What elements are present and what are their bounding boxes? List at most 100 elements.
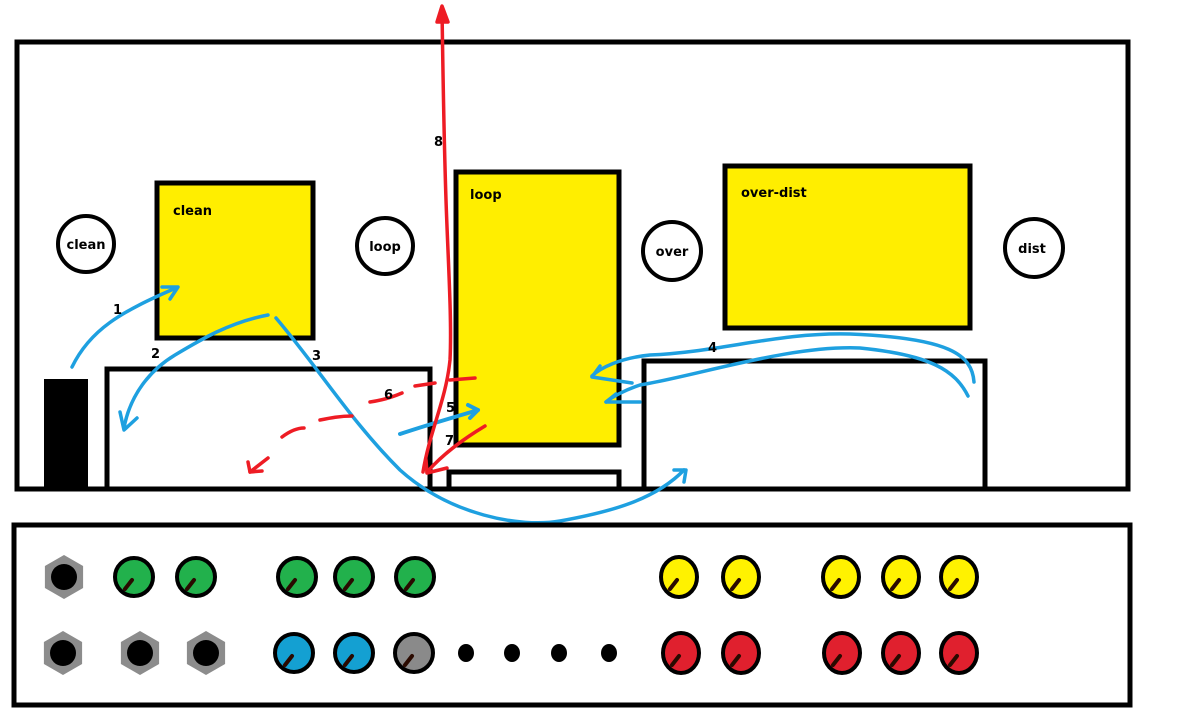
knob-pointer — [948, 578, 959, 591]
room-clean: clean — [154, 180, 316, 341]
knob-blue[interactable] — [273, 632, 315, 674]
speaker-over-label: over — [656, 245, 689, 260]
knob-pointer — [283, 654, 294, 667]
knob-pointer — [123, 578, 134, 591]
knob-body — [276, 556, 318, 598]
knob-pointer — [890, 578, 901, 591]
knob-green[interactable] — [276, 556, 318, 598]
knob-red[interactable] — [881, 631, 921, 675]
knob-body — [659, 555, 699, 599]
knob-yellow[interactable] — [721, 555, 761, 599]
path-4-label: 4 — [708, 341, 717, 356]
path-8 — [421, 4, 453, 474]
knob-red[interactable] — [939, 631, 979, 675]
path-6-label: 6 — [384, 388, 393, 403]
knob-pointer — [830, 578, 841, 591]
path-5 — [398, 403, 480, 436]
knob-green[interactable] — [333, 556, 375, 598]
room-loop: loop — [453, 169, 622, 448]
knob-body — [881, 555, 921, 599]
indicator-dot — [504, 644, 520, 662]
knob-red[interactable] — [822, 631, 862, 675]
knob-body — [881, 631, 921, 675]
knob-body — [394, 556, 436, 598]
room-over-dist-label: over-dist — [741, 186, 807, 201]
knob-gray[interactable] — [393, 632, 435, 674]
knob-body — [821, 555, 861, 599]
knob-green[interactable] — [394, 556, 436, 598]
speaker-loop: loop — [355, 216, 415, 276]
speaker-clean: clean — [56, 214, 116, 274]
jack-hole — [127, 640, 153, 666]
knob-pointer — [403, 654, 414, 667]
knob-pointer — [890, 654, 901, 667]
knob-pointer — [730, 578, 741, 591]
path-2 — [118, 313, 270, 432]
indicator-dot — [601, 644, 617, 662]
speaker-dist-label: dist — [1018, 242, 1046, 257]
speaker-loop-label: loop — [369, 240, 401, 255]
path-1-label: 1 — [113, 303, 122, 318]
jack-hole — [50, 640, 76, 666]
knob-pointer — [730, 654, 741, 667]
path-1 — [70, 285, 180, 369]
jack-hole — [193, 640, 219, 666]
jack-input[interactable] — [44, 555, 84, 599]
path-6 — [246, 376, 477, 474]
knob-yellow[interactable] — [881, 555, 921, 599]
knob-yellow[interactable] — [659, 555, 699, 599]
knob-body — [333, 632, 375, 674]
knob-body — [822, 631, 862, 675]
knob-pointer — [831, 654, 842, 667]
left-bench — [104, 366, 433, 492]
knob-pointer — [343, 578, 354, 591]
knob-pointer — [670, 654, 681, 667]
path-7 — [424, 424, 487, 475]
room-loop-label: loop — [470, 188, 502, 203]
jack-input[interactable] — [186, 631, 226, 675]
knob-red[interactable] — [661, 631, 701, 675]
knob-pointer — [343, 654, 354, 667]
room-clean-label: clean — [173, 204, 212, 219]
knob-pointer — [668, 578, 679, 591]
knob-body — [939, 555, 979, 599]
knob-yellow[interactable] — [939, 555, 979, 599]
knob-pointer — [948, 654, 959, 667]
knob-blue[interactable] — [333, 632, 375, 674]
control-panel — [11, 522, 1133, 708]
speaker-clean-label: clean — [66, 238, 105, 253]
path-3 — [274, 316, 688, 525]
knob-body — [113, 556, 155, 598]
knob-body — [273, 632, 315, 674]
path-3-label: 3 — [312, 349, 321, 364]
path-8-label: 8 — [434, 135, 443, 150]
knob-pointer — [286, 578, 297, 591]
room-over-dist: over-dist — [722, 163, 973, 331]
speaker-over: over — [641, 220, 703, 282]
knob-body — [939, 631, 979, 675]
knob-body — [661, 631, 701, 675]
knob-yellow[interactable] — [821, 555, 861, 599]
knob-body — [721, 555, 761, 599]
knob-body — [333, 556, 375, 598]
knob-green[interactable] — [175, 556, 217, 598]
speaker-dist: dist — [1003, 217, 1065, 279]
knob-red[interactable] — [721, 631, 761, 675]
knob-body — [175, 556, 217, 598]
knob-body — [721, 631, 761, 675]
jack-input[interactable] — [120, 631, 160, 675]
indicator-dot — [458, 644, 474, 662]
knob-green[interactable] — [113, 556, 155, 598]
knob-body — [393, 632, 435, 674]
indicator-dot — [551, 644, 567, 662]
black-block — [44, 379, 88, 489]
path-2-label: 2 — [151, 347, 160, 362]
path-4 — [590, 332, 976, 404]
knob-pointer — [404, 578, 415, 591]
knob-pointer — [185, 578, 196, 591]
path-7-label: 7 — [445, 434, 454, 449]
jack-input[interactable] — [43, 631, 83, 675]
control-panel-controls — [43, 555, 979, 675]
right-bench — [641, 358, 988, 492]
